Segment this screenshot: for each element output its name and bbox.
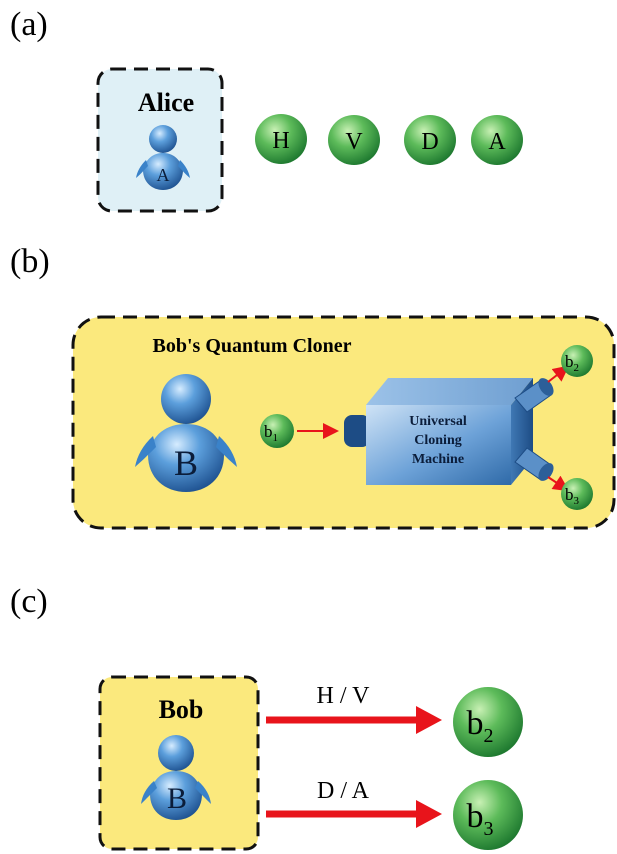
photon-d-label: D <box>421 129 438 155</box>
panel-c-label: (c) <box>10 583 48 620</box>
photon-h-label: H <box>272 128 289 154</box>
panel-a-label: (a) <box>10 6 48 43</box>
photon-a-label: A <box>488 129 506 155</box>
alice-avatar <box>136 125 190 190</box>
photon-v: V <box>328 115 380 165</box>
output-qubit-b3: b3 <box>561 478 593 510</box>
result-qubit-b2: b2 <box>453 687 523 757</box>
machine-line-1: Universal <box>409 414 467 429</box>
input-qubit-base: b <box>264 422 273 441</box>
svg-text:b2: b2 <box>565 352 579 374</box>
bob-avatar-small <box>141 735 211 820</box>
input-qubit-sub: 1 <box>273 432 279 444</box>
cloner-title: Bob's Quantum Cloner <box>153 335 352 357</box>
output-bottom-base: b <box>565 485 574 504</box>
basis-da-label: D / A <box>317 778 370 804</box>
cloning-machine <box>344 378 554 485</box>
alice-title: Alice <box>138 88 194 117</box>
svg-text:b3: b3 <box>467 798 494 840</box>
photon-v-label: V <box>345 129 363 155</box>
basis-hv-label: H / V <box>317 683 371 709</box>
result-qubit-b3: b3 <box>453 780 523 850</box>
result-b2-base: b <box>467 705 484 742</box>
svg-text:b1: b1 <box>264 422 278 444</box>
output-top-sub: 2 <box>574 362 580 374</box>
output-qubit-b2: b2 <box>561 345 593 377</box>
bob-title: Bob <box>159 695 204 724</box>
result-b3-base: b <box>467 798 484 835</box>
bob-avatar-large <box>135 374 237 492</box>
photon-h: H <box>255 114 307 164</box>
svg-text:b2: b2 <box>467 705 494 747</box>
output-top-base: b <box>565 352 574 371</box>
machine-line-3: Machine <box>412 452 464 467</box>
photon-a: A <box>471 115 523 165</box>
bob-avatar-small-letter: B <box>167 782 187 815</box>
measurement-arrow-da <box>266 800 442 828</box>
bob-avatar-large-letter: B <box>174 443 198 483</box>
svg-text:b3: b3 <box>565 485 580 507</box>
alice-avatar-letter: A <box>157 165 170 185</box>
machine-line-2: Cloning <box>414 433 461 448</box>
result-b2-sub: 2 <box>484 725 494 747</box>
output-arrow-top <box>547 365 570 383</box>
panel-b-label: (b) <box>10 243 50 280</box>
result-b3-sub: 3 <box>484 818 494 840</box>
photon-d: D <box>404 115 456 165</box>
output-bottom-sub: 3 <box>574 495 580 507</box>
measurement-arrow-hv <box>266 706 442 734</box>
input-qubit-b1: b1 <box>260 414 294 448</box>
